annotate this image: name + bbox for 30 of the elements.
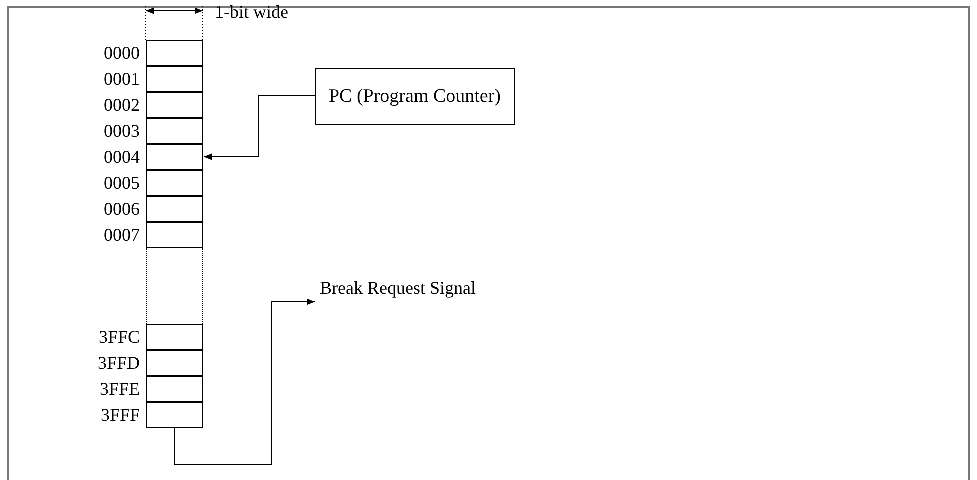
memory-cell <box>146 40 203 66</box>
register-box: PC (Program Counter) <box>315 68 515 125</box>
signal-label: Break Request Signal <box>320 277 490 325</box>
address-label: 3FFF <box>100 405 140 425</box>
memory-cell <box>146 66 203 92</box>
address-label: 0003 <box>103 121 140 141</box>
memory-cell <box>146 350 203 376</box>
width-label: 1-bit wide <box>215 1 288 23</box>
memory-cell <box>146 92 203 118</box>
address-label: 0000 <box>103 43 140 63</box>
memory-cell <box>146 144 203 170</box>
omitted-cells <box>146 248 203 324</box>
memory-cell <box>146 118 203 144</box>
address-label: 3FFE <box>98 379 140 399</box>
address-label: 3FFD <box>96 353 140 373</box>
address-label: 0004 <box>103 147 140 167</box>
memory-cell <box>146 376 203 402</box>
memory-cell <box>146 222 203 248</box>
memory-cell <box>146 402 203 428</box>
address-label: 0002 <box>103 95 140 115</box>
arrow <box>174 298 316 466</box>
memory-cell <box>146 324 203 350</box>
address-label: 0006 <box>103 199 140 219</box>
arrow <box>204 96 316 160</box>
address-label: 0007 <box>103 225 140 245</box>
address-label: 3FFC <box>98 327 140 347</box>
memory-cell <box>146 170 203 196</box>
address-label: 0005 <box>103 173 140 193</box>
address-label: 0001 <box>103 69 140 89</box>
memory-cell <box>146 196 203 222</box>
